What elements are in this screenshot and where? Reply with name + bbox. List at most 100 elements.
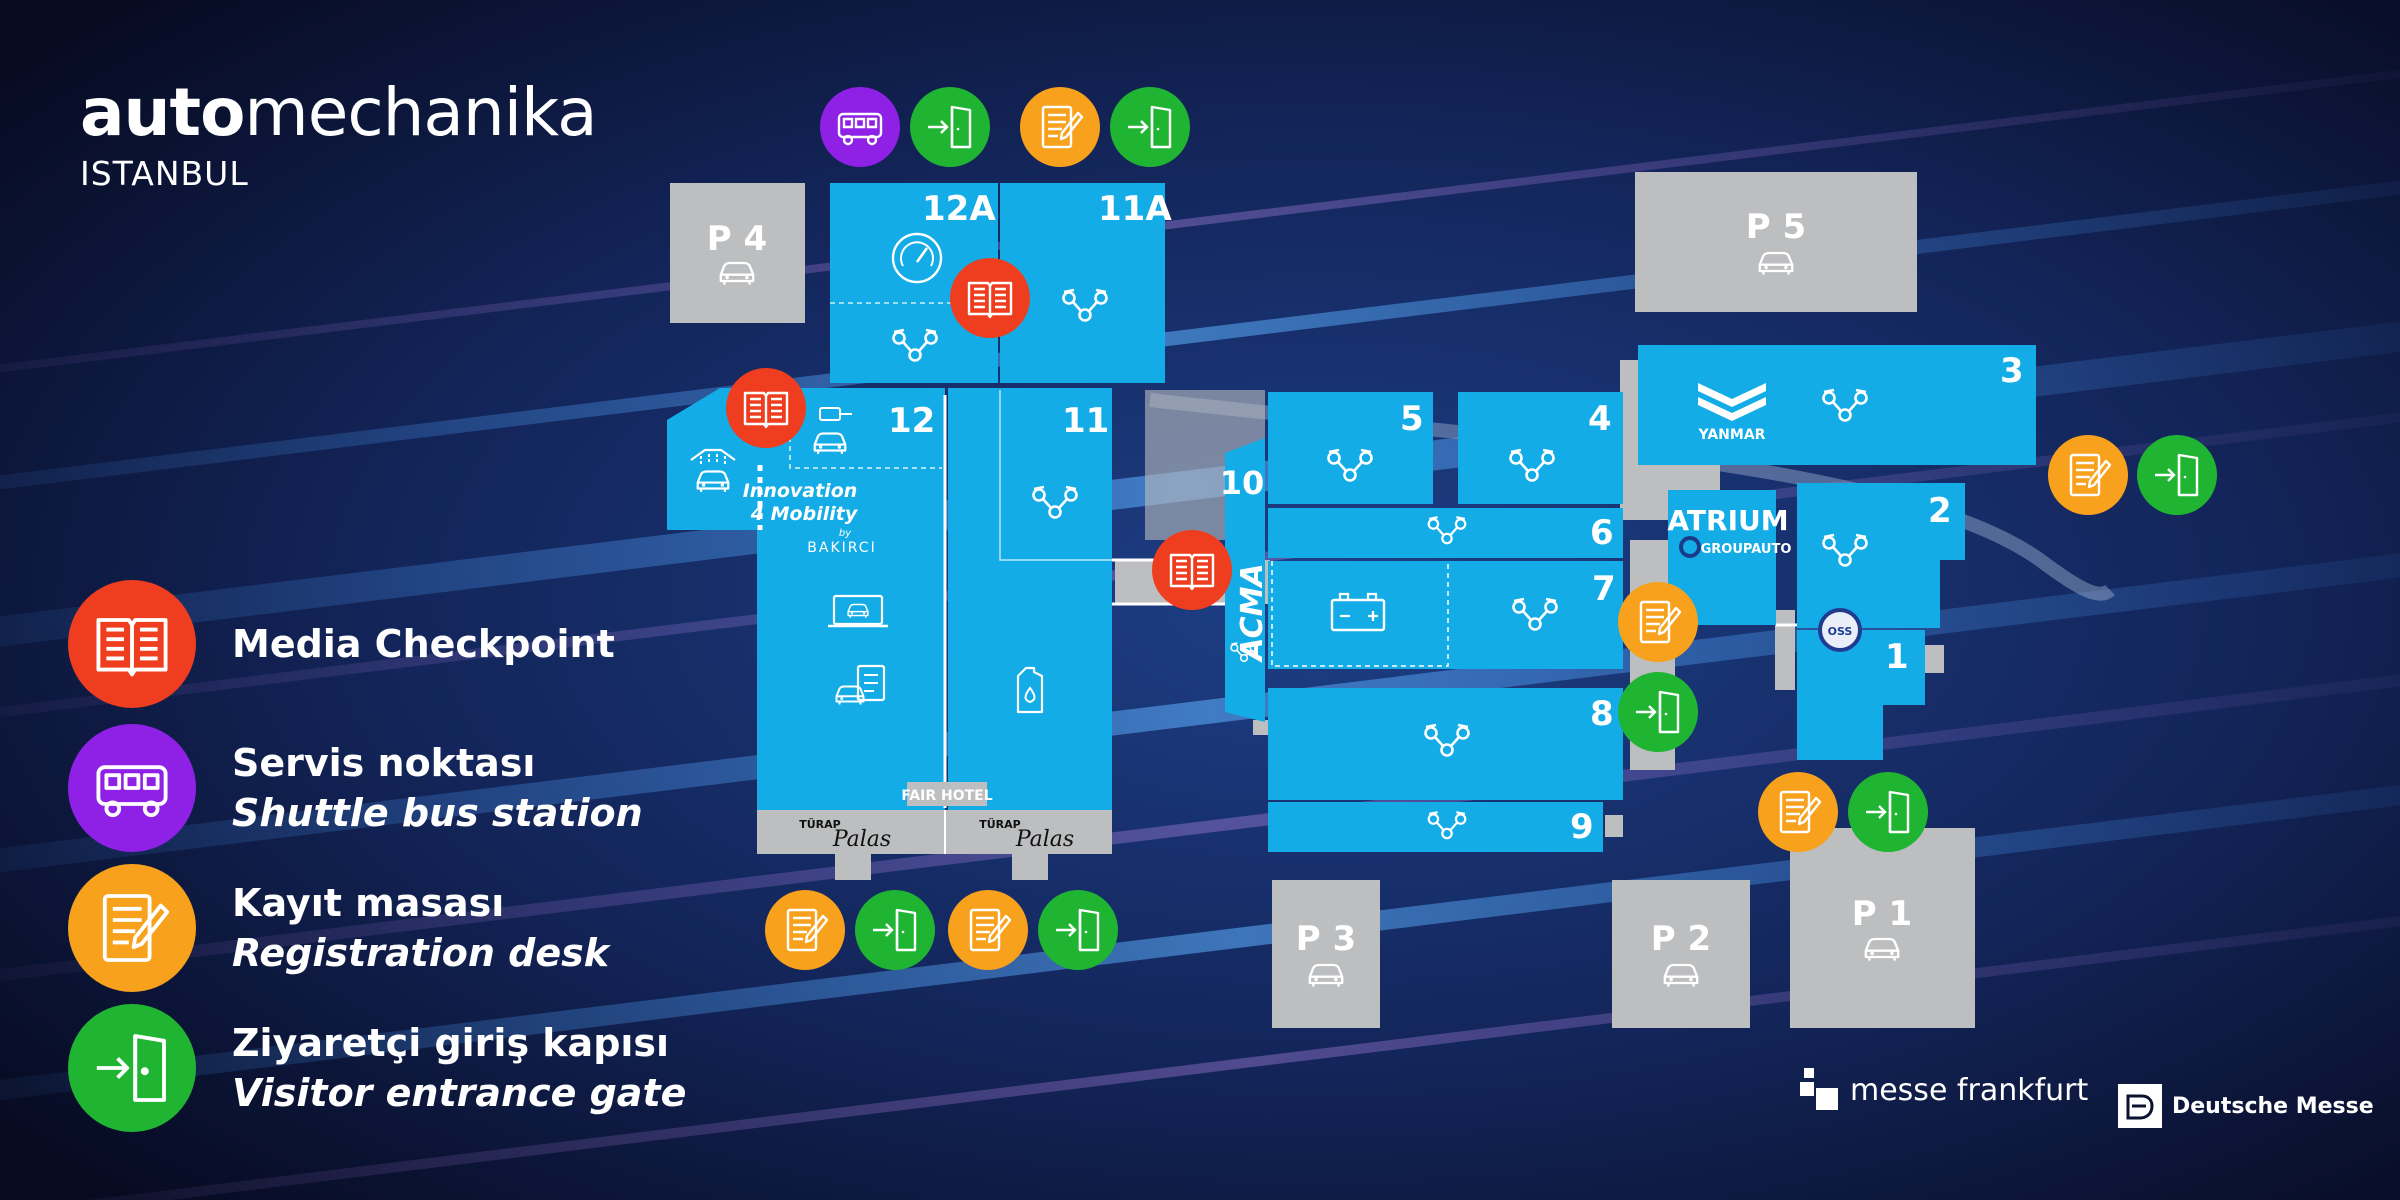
battery-icon [1330, 592, 1386, 632]
oss-badge: OSS [1818, 608, 1862, 652]
oss-label: OSS [1828, 625, 1853, 638]
deutsche-messe-text: Deutsche Messe [2172, 1093, 2374, 1119]
hall-7-label: 7 [1592, 569, 1616, 609]
registration-desk-marker[interactable] [765, 890, 845, 970]
hall-6[interactable]: 6 [1268, 508, 1623, 558]
gauge-icon [891, 232, 943, 284]
brand-name: automechanika [80, 74, 598, 151]
registration-desk-marker[interactable] [948, 890, 1028, 970]
door-entry-icon [68, 1004, 196, 1132]
registration-desk-marker[interactable] [1020, 87, 1100, 167]
parking-p4-label: P 4 [707, 219, 767, 259]
electric-car-icon [813, 407, 852, 456]
hall-11a-label: 11A [1098, 189, 1172, 229]
hall-10-acma[interactable]: 10 ACMA [1220, 438, 1270, 722]
hall-1[interactable]: 1 OSS [1797, 608, 1925, 760]
parking-p1-label: P 1 [1852, 894, 1912, 934]
parking-p1[interactable]: P 1 [1790, 828, 1975, 1028]
legend-shuttle-tr: Servis noktası [232, 741, 536, 785]
atrium-label: ATRIUM [1667, 504, 1788, 537]
fair-hotel-label: FAIR HOTEL [901, 788, 992, 804]
parking-p3-label: P 3 [1296, 919, 1356, 959]
yanmar-label: YANMAR [1698, 427, 1766, 443]
groupauto-label: GROUPAUTO [1701, 542, 1792, 557]
parking-p2[interactable]: P 2 [1612, 880, 1750, 1028]
registration-desk-marker[interactable] [1618, 582, 1698, 662]
hall-2[interactable]: 2 [1797, 483, 1965, 628]
atrium[interactable]: ATRIUM GROUPAUTO [1667, 490, 1791, 625]
deutsche-messe-logo: Deutsche Messe [2118, 1084, 2374, 1128]
innovation-sponsor: BAKIRCI [807, 540, 876, 556]
innovation-by: by [839, 528, 852, 539]
parking-p3[interactable]: P 3 [1272, 880, 1380, 1028]
legend-entrance-tr: Ziyaretçi giriş kapısı [232, 1021, 670, 1065]
hall-12-label: 12 [888, 401, 935, 441]
media-checkpoint-marker[interactable] [726, 368, 806, 448]
hotel-brand-2: TÜRAP [979, 817, 1020, 831]
hall-11[interactable]: 11 [948, 388, 1112, 810]
media-checkpoint-marker[interactable] [950, 258, 1030, 338]
legend-media-label: Media Checkpoint [232, 622, 615, 666]
hall-5-label: 5 [1400, 399, 1424, 439]
legend-registration-tr: Kayıt masası [232, 881, 505, 925]
entrance-gate-marker[interactable] [910, 87, 990, 167]
book-icon [68, 580, 196, 708]
hall-12a-label: 12A [922, 189, 996, 229]
parking-p5-label: P 5 [1746, 207, 1806, 247]
hall-11a[interactable]: 11A [1000, 183, 1172, 383]
deutsche-messe-mark [2118, 1084, 2162, 1128]
car-checklist-icon [835, 664, 886, 706]
hall-8[interactable]: 8 [1268, 688, 1623, 800]
acma-label: ACMA [1235, 563, 1270, 662]
entrance-gate-marker[interactable] [1848, 772, 1928, 852]
car-wash-icon [690, 448, 736, 494]
hotel-turap-palas[interactable]: FAIR HOTEL TÜRAP Palas TÜRAP Palas [757, 782, 1112, 854]
oil-bottle-icon [1016, 666, 1044, 714]
parking-p5[interactable]: P 5 [1635, 172, 1917, 312]
entrance-gate-marker[interactable] [1110, 87, 1190, 167]
hall-2-label: 2 [1928, 491, 1952, 531]
laptop-car-icon [828, 594, 888, 628]
entrance-gate-marker[interactable] [855, 890, 935, 970]
legend-entrance: Ziyaretçi giriş kapısı Visitor entrance … [68, 1004, 686, 1132]
bus-icon [68, 724, 196, 852]
brand-city: ISTANBUL [80, 154, 249, 193]
automechanika-logo: automechanika ISTANBUL [80, 74, 598, 194]
legend-entrance-en: Visitor entrance gate [232, 1071, 687, 1115]
hall-10-label: 10 [1220, 464, 1265, 502]
entrance-gate-marker[interactable] [1038, 890, 1118, 970]
hall-3-label: 3 [2000, 351, 2024, 391]
hall-6-label: 6 [1590, 513, 1614, 553]
entrance-gate-marker[interactable] [1618, 672, 1698, 752]
parking-p2-label: P 2 [1651, 919, 1711, 959]
legend-media-checkpoint: Media Checkpoint [68, 580, 615, 708]
hall-1-label: 1 [1885, 637, 1909, 677]
hall-7[interactable]: 7 [1268, 561, 1623, 669]
parking-p4[interactable]: P 4 [670, 183, 805, 323]
hall-9[interactable]: 9 [1268, 802, 1603, 852]
hall-3[interactable]: 3 YANMAR [1638, 345, 2036, 465]
legend-registration-en: Registration desk [232, 931, 609, 975]
clipboard-pen-icon [68, 864, 196, 992]
registration-desk-marker[interactable] [2048, 435, 2128, 515]
hall-9-label: 9 [1570, 807, 1594, 847]
innovation-title-2: 4 Mobility [750, 503, 859, 525]
shuttle-bus-marker[interactable] [820, 87, 900, 167]
hall-12[interactable]: 12 Innovation 4 Mobility by BAKIRCI [667, 388, 945, 810]
hotel-name-2: Palas [1015, 827, 1074, 852]
messe-frankfurt-logo: messe frankfurt [1800, 1066, 2088, 1114]
groupauto-logo: GROUPAUTO [1679, 536, 1792, 558]
legend-registration: Kayıt masası Registration desk [68, 864, 609, 992]
registration-desk-marker[interactable] [1758, 772, 1838, 852]
entrance-gate-marker[interactable] [2137, 435, 2217, 515]
legend-shuttle-en: Shuttle bus station [232, 791, 643, 835]
media-checkpoint-marker[interactable] [1152, 530, 1232, 610]
hall-8-label: 8 [1590, 694, 1614, 734]
yanmar-logo: YANMAR [1698, 383, 1766, 443]
legend-shuttle: Servis noktası Shuttle bus station [68, 724, 643, 852]
hall-4-label: 4 [1588, 399, 1612, 439]
hall-11-label: 11 [1062, 401, 1109, 441]
hall-5[interactable]: 5 [1268, 392, 1433, 504]
hall-4[interactable]: 4 [1458, 392, 1623, 504]
